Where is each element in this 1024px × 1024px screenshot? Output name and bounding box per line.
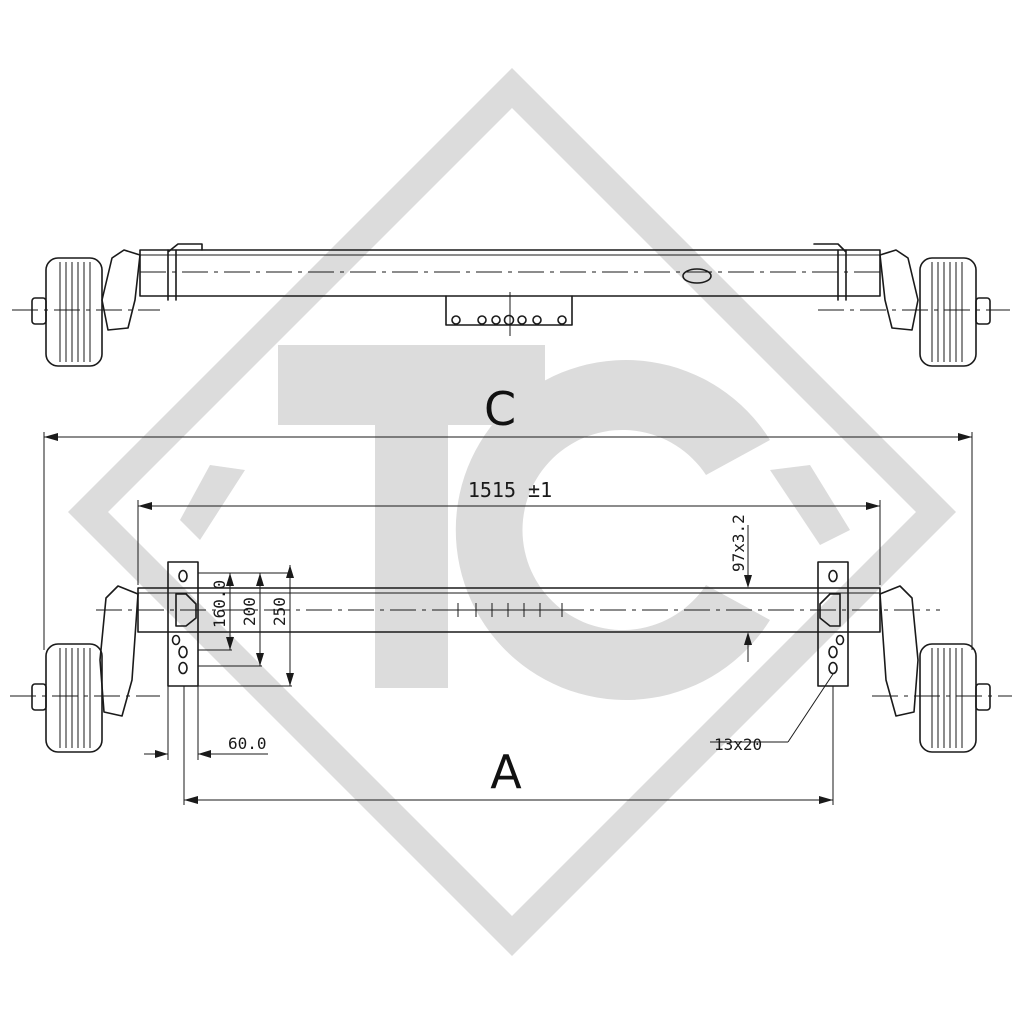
brake-drum-top-left (31, 257, 103, 367)
watermark-accent-right (770, 465, 850, 545)
watermark-letter-c (455, 360, 770, 701)
watermark-logo (68, 68, 956, 956)
length-dimension-1515: 1515 ±1 (137, 478, 881, 585)
axle-tube-bottom (137, 587, 881, 633)
bracket-hook-left (167, 243, 203, 301)
dimension-hole-spacing-3: 250 (270, 597, 289, 626)
brake-drum-bottom-right (919, 643, 991, 753)
bracket-spacing-dimension (183, 686, 834, 805)
top-view: C (12, 243, 1010, 436)
brake-drum-bottom-left (31, 643, 103, 753)
view-label-c: C (484, 382, 516, 436)
slot-size-leader: 13x20 (710, 673, 834, 754)
overall-width-dimension (43, 432, 973, 650)
dimension-hole-spacing-1: 160.0 (210, 580, 229, 628)
axle-tube-top (139, 249, 881, 297)
mounting-plate (445, 292, 573, 336)
tube-hole (682, 268, 712, 284)
dimension-tube-profile: 97x3.2 (729, 514, 748, 572)
watermark-diamond (68, 68, 956, 956)
bracket-plate-left (167, 561, 199, 687)
swing-arm-top-left (101, 249, 141, 331)
swing-arm-bottom-right (879, 585, 919, 717)
watermark-accent-left (180, 465, 245, 540)
tube-hole-row (450, 603, 580, 617)
dimension-slot-size: 13x20 (714, 735, 762, 754)
bracket-hook-right (813, 243, 847, 301)
watermark-letter-t (278, 345, 545, 688)
dimension-hole-spacing-2: 200 (240, 597, 259, 626)
hole-spacing-dimensions: 160.0 200 250 (198, 565, 294, 687)
swing-arm-top-right (879, 249, 919, 331)
bottom-view: 97x3.2 (10, 514, 1012, 805)
brake-drum-top-right (919, 257, 991, 367)
view-label-a: A (490, 745, 522, 799)
dimension-overall-length: 1515 ±1 (468, 478, 552, 502)
bracket-width-dimension: 60.0 (144, 686, 268, 760)
dimension-bracket-width: 60.0 (228, 734, 267, 753)
